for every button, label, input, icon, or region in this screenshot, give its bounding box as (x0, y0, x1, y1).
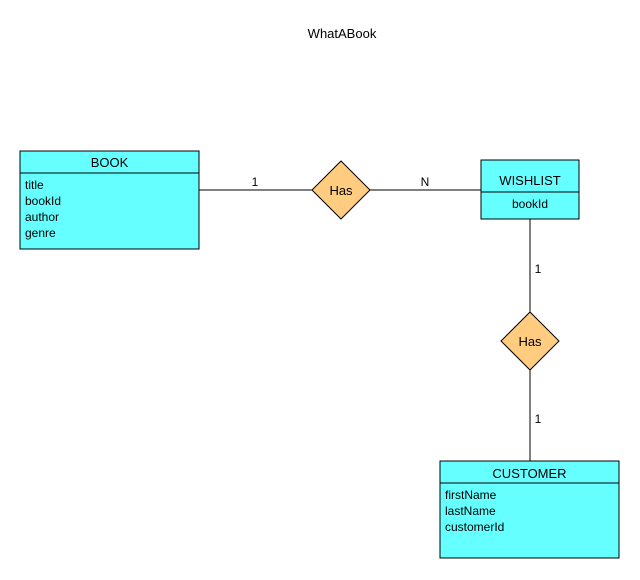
cardinality-label: N (421, 175, 430, 189)
relationship-wishlist-customer[interactable]: Has (500, 311, 560, 371)
relationship-book-wishlist[interactable]: Has (311, 160, 371, 220)
cardinality-label: 1 (535, 412, 542, 426)
relationship-label: Has (329, 183, 353, 198)
diagram-title: WhatABook (308, 26, 377, 41)
entity-wishlist-attr: bookId (512, 197, 548, 211)
cardinality-label: 1 (535, 262, 542, 276)
entity-book-attr: bookId (25, 194, 61, 208)
entity-book-name: BOOK (91, 155, 129, 170)
entity-book-box (19, 150, 200, 250)
entity-book-attr: author (25, 210, 59, 224)
entity-wishlist-box (480, 159, 580, 220)
entity-customer-attr: customerId (445, 520, 504, 534)
entity-book-attr: title (25, 178, 44, 192)
entity-book[interactable]: BOOK title bookId author genre (19, 150, 200, 250)
entity-customer-attr: firstName (445, 488, 497, 502)
relationship-label: Has (518, 334, 542, 349)
entity-book-attr: genre (25, 226, 56, 240)
entity-customer-name: CUSTOMER (492, 466, 566, 481)
cardinality-label: 1 (252, 175, 259, 189)
entity-customer-attr: lastName (445, 504, 496, 518)
relationship-diamond (311, 160, 371, 220)
entity-wishlist[interactable]: WISHLIST bookId (480, 159, 580, 220)
entity-customer-box (439, 460, 620, 559)
relationship-diamond (500, 311, 560, 371)
entity-wishlist-name: WISHLIST (499, 173, 560, 188)
entity-customer[interactable]: CUSTOMER firstName lastName customerId (439, 460, 620, 559)
